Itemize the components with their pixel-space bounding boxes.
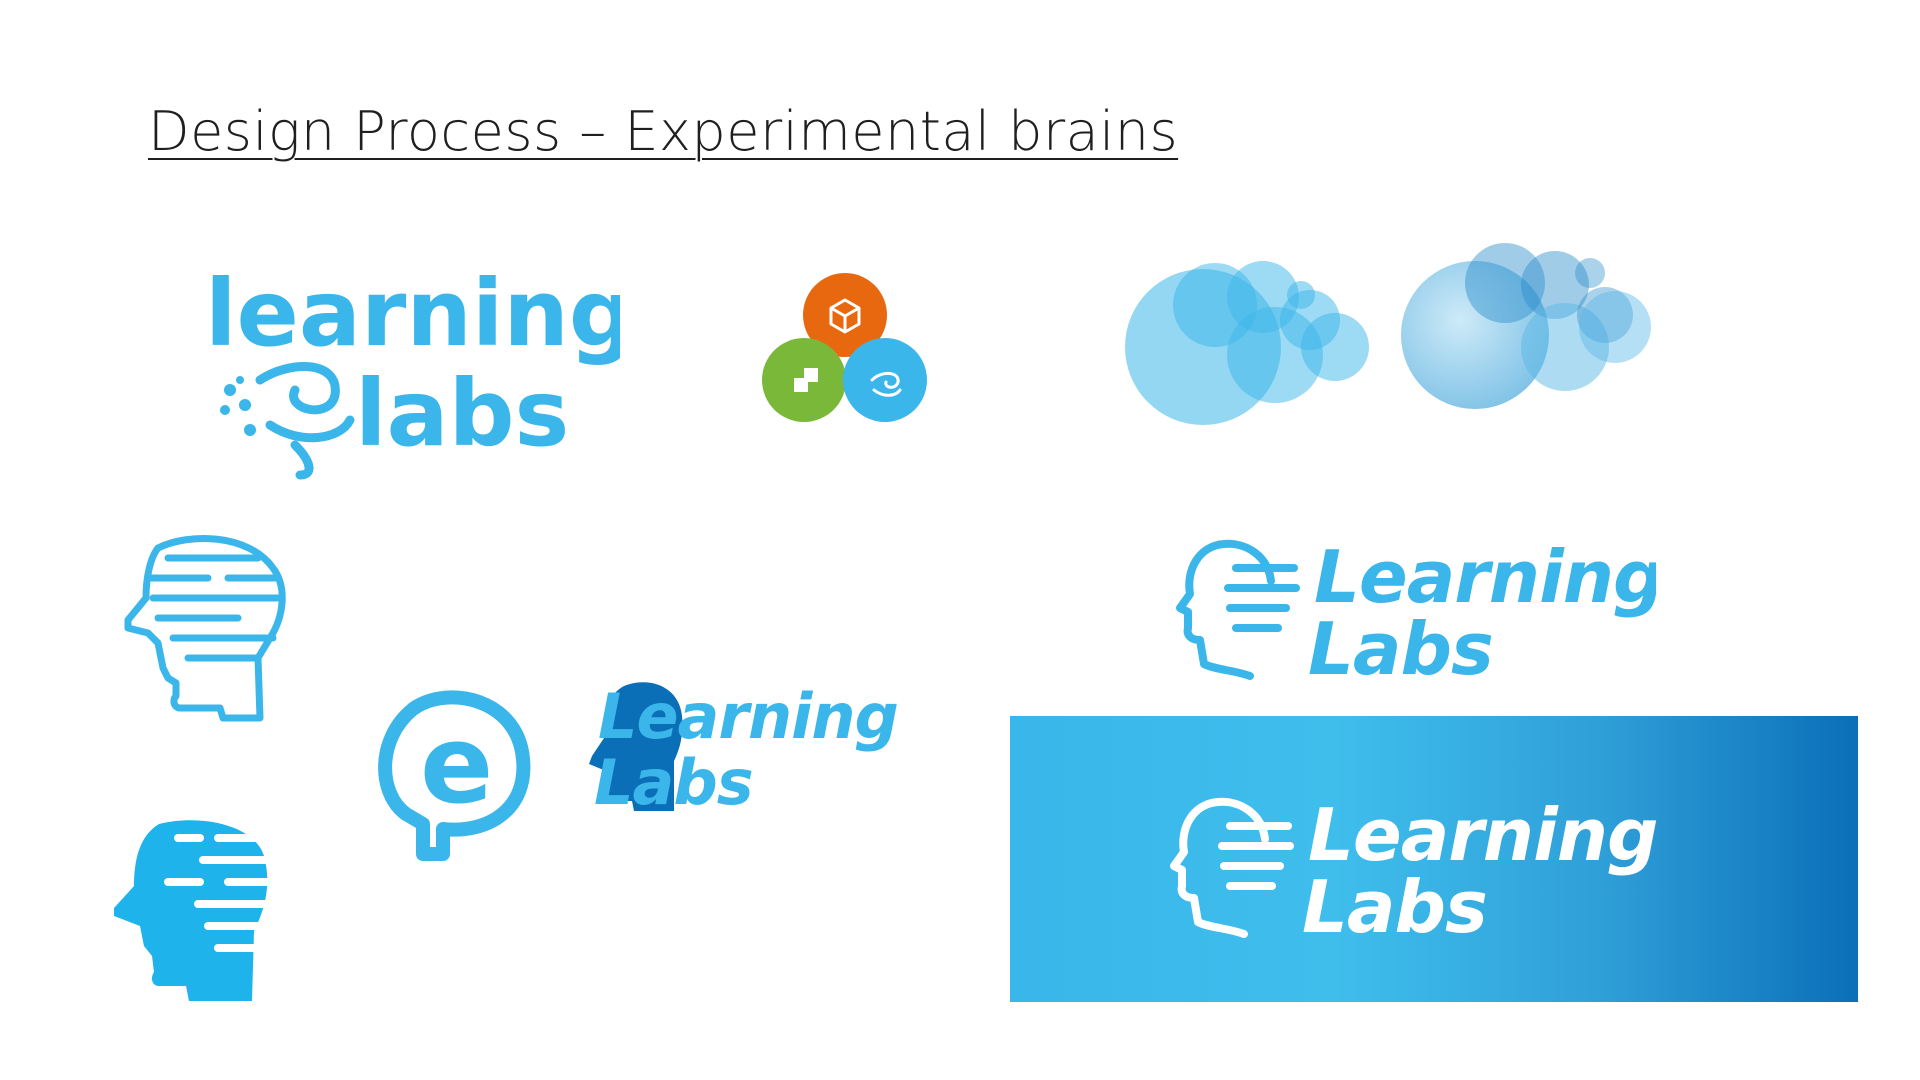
logo1-line2: labs bbox=[355, 360, 569, 467]
banner-logo: Learning Labs bbox=[1170, 794, 1659, 944]
stacked-squares-icon bbox=[794, 368, 818, 392]
three-circles-logo bbox=[762, 273, 927, 422]
learning-labs-swirl-logo: learning labs bbox=[205, 260, 620, 480]
learning-labs-overlap-logo: Learning Labs bbox=[589, 680, 899, 816]
e-head-letter: e bbox=[420, 703, 493, 828]
banner-line1: Learning bbox=[1308, 794, 1658, 877]
logo1-line1: learning bbox=[205, 260, 620, 367]
banner-line2: Labs bbox=[1302, 865, 1487, 944]
cube-icon bbox=[829, 298, 861, 334]
bubble-cluster-1 bbox=[1125, 261, 1369, 425]
gradient-banner: Learning Labs bbox=[1010, 716, 1858, 1002]
bubble-cluster-2 bbox=[1401, 243, 1651, 409]
learning-labs-head-logo: Learning Labs bbox=[1176, 536, 1656, 686]
head-logo-line2: Labs bbox=[1308, 607, 1493, 686]
overlap-line2: Labs bbox=[594, 746, 753, 816]
head-lines-icon bbox=[1176, 539, 1300, 680]
mini-swirl-icon bbox=[870, 372, 902, 397]
brain-swirl-icon bbox=[220, 362, 355, 480]
overlap-line1: Learning bbox=[598, 680, 898, 753]
head-stripes-icon bbox=[114, 820, 284, 1001]
head-outline-stripes-icon bbox=[124, 535, 286, 722]
head-lines-icon bbox=[1170, 797, 1294, 938]
circle-cluster-icon bbox=[1125, 243, 1651, 425]
e-head-icon: e bbox=[378, 690, 531, 861]
blue-circle bbox=[843, 338, 927, 422]
head-logo-line1: Learning bbox=[1314, 536, 1656, 619]
slide-title: Design Process – Experimental brains bbox=[148, 100, 1179, 163]
